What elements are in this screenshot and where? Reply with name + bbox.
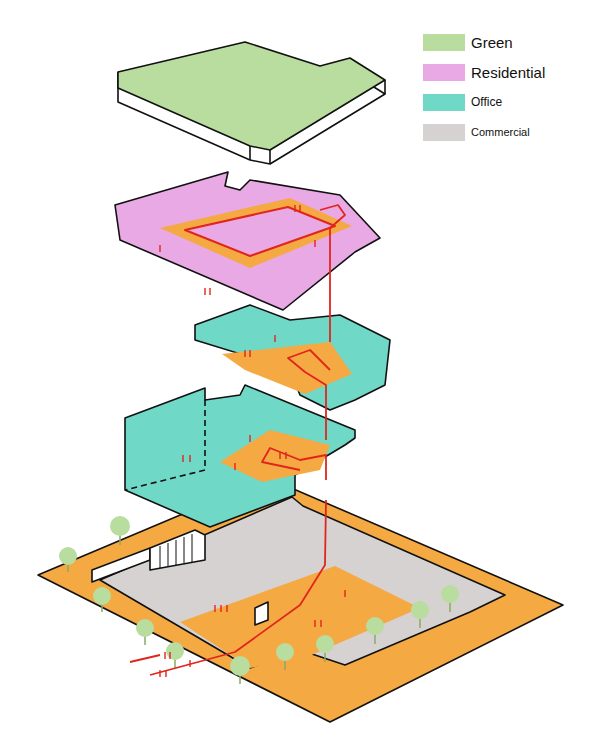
- dashed-edge: [204, 400, 206, 470]
- public-zone: [222, 342, 352, 394]
- site-ground: [38, 478, 563, 722]
- stair-core: [255, 602, 268, 625]
- circulation-path: [130, 205, 345, 675]
- legend-label: Office: [471, 94, 502, 111]
- public-zone: [220, 430, 330, 482]
- public-zone: [180, 566, 420, 668]
- commercial-floor: [100, 497, 505, 668]
- legend-label: Residential: [471, 64, 545, 81]
- trees: [59, 516, 459, 684]
- ground-layer: [38, 478, 563, 722]
- legend-swatch: [423, 34, 465, 51]
- wall-block: [92, 548, 150, 582]
- office-floor: [125, 385, 355, 527]
- stair-lines: [160, 534, 192, 568]
- legend-label: Green: [471, 34, 513, 51]
- office-floor: [195, 305, 390, 410]
- roof-top: [118, 42, 385, 150]
- residential-floor: [115, 172, 380, 310]
- legend-label: Commercial: [471, 124, 530, 141]
- legend-swatch: [423, 64, 465, 81]
- legend-swatch: [423, 124, 465, 141]
- dashed-edge: [125, 470, 205, 490]
- residential-layer: [115, 172, 380, 310]
- stair-core: [150, 530, 205, 570]
- office-lower: [125, 385, 355, 527]
- office-upper: [195, 305, 390, 410]
- legend-swatch: [423, 94, 465, 111]
- people-marks: [160, 205, 345, 677]
- courtyard: [185, 207, 335, 256]
- green-roof: [118, 42, 385, 164]
